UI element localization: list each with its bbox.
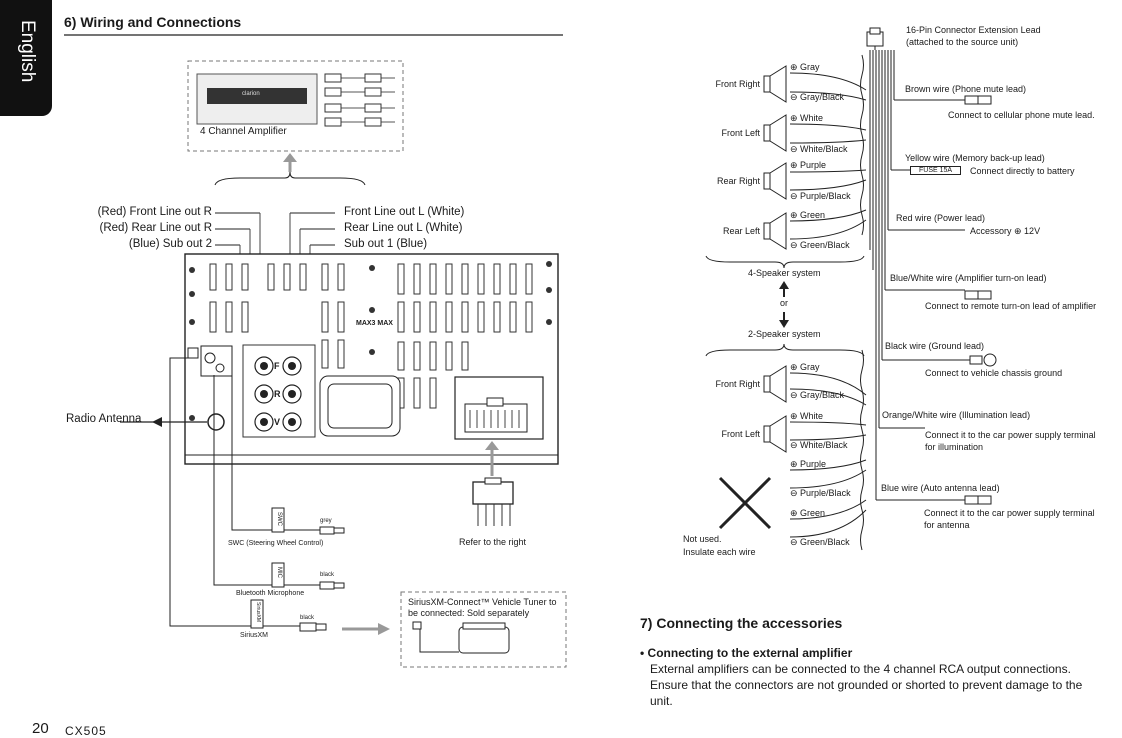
page-number: 20: [32, 720, 49, 737]
blue-white-wire-desc: Connect to remote turn-on lead of amplif…: [925, 301, 1097, 311]
front-line-out-l-label: Front Line out L (White): [344, 206, 465, 218]
speaker-name: Front Left: [721, 128, 760, 138]
swc-wire-color: grey: [320, 518, 332, 524]
yellow-wire-desc: Connect directly to battery: [970, 166, 1075, 176]
sub-out-2-label: (Blue) Sub out 2: [128, 238, 212, 250]
wire-minus-label: ⊖ Purple/Black: [790, 191, 851, 201]
head-unit-model-mark: MAX3 MAX: [356, 320, 393, 327]
wire-minus-label: ⊖ White/Black: [790, 144, 848, 154]
wire-plus-label: ⊕ White: [790, 411, 824, 421]
siriusxm-tag: SiriusXM: [255, 602, 261, 623]
brown-wire-desc: Connect to cellular phone mute lead.: [948, 110, 1095, 120]
wire-plus-label: ⊕ Gray: [790, 362, 820, 372]
orange-white-wire-desc1: Connect it to the car power supply termi…: [925, 430, 1096, 440]
orange-white-wire-label: Orange/White wire (Illumination lead): [882, 410, 1031, 420]
not-used-label: Not used.: [683, 534, 722, 544]
speaker-name: Front Right: [715, 379, 760, 389]
sub-out-1-label: Sub out 1 (Blue): [344, 238, 428, 250]
speaker-name: Rear Right: [716, 176, 760, 186]
jack-label-v: V: [274, 417, 281, 427]
unused-wire-label: ⊕ Purple: [790, 459, 827, 469]
mic-tag: MIC: [276, 567, 282, 578]
black-wire-label: Black wire (Ground lead): [885, 341, 985, 351]
wire-plus-label: ⊕ Purple: [790, 160, 827, 170]
unused-wire-label: ⊖ Purple/Black: [790, 488, 851, 498]
rear-line-out-r-label: (Red) Rear Line out R: [99, 222, 213, 234]
mic-label: Bluetooth Microphone: [236, 590, 305, 597]
wire-minus-label: ⊖ Gray/Black: [790, 92, 845, 102]
wire-plus-label: ⊕ Green: [790, 210, 826, 220]
yellow-wire-label: Yellow wire (Memory back-up lead): [905, 153, 1045, 163]
section7-line2: Ensure that the connectors are not groun…: [650, 678, 1083, 692]
model-name: CX505: [65, 724, 107, 738]
connector-lead-line2: (attached to the source unit): [906, 37, 1019, 47]
siriusxm-label: SiriusXM: [240, 632, 269, 639]
rear-line-out-l-label: Rear Line out L (White): [344, 222, 463, 234]
brown-wire-label: Brown wire (Phone mute lead): [905, 84, 1027, 94]
red-wire-desc: Accessory ⊕ 12V: [970, 226, 1041, 236]
language-tab: English: [0, 0, 52, 116]
section7-line3: unit.: [650, 694, 673, 708]
front-line-out-r-label: (Red) Front Line out R: [97, 206, 212, 218]
wire-minus-label: ⊖ Gray/Black: [790, 390, 845, 400]
red-wire-label: Red wire (Power lead): [896, 213, 986, 223]
speaker-name: Front Left: [721, 429, 760, 439]
unused-wire-label: ⊕ Green: [790, 508, 826, 518]
connector-lead-line1: 16-Pin Connector Extension Lead: [906, 25, 1041, 35]
blue-white-wire-label: Blue/White wire (Amplifier turn-on lead): [890, 273, 1047, 283]
wire-minus-label: ⊖ Green/Black: [790, 240, 850, 250]
blue-wire-desc2: for antenna: [924, 520, 970, 530]
orange-white-wire-desc2: for illumination: [925, 442, 984, 452]
sxm-tuner-line2: be connected: Sold separately: [408, 608, 530, 618]
unused-wire-label: ⊖ Green/Black: [790, 537, 850, 547]
amplifier-label: 4 Channel Amplifier: [200, 126, 287, 137]
section7-bullet: • Connecting to the external amplifier: [640, 646, 853, 660]
section7-title: 7) Connecting the accessories: [640, 615, 843, 631]
speaker-name: Rear Left: [722, 226, 760, 236]
blue-wire-label: Blue wire (Auto antenna lead): [881, 483, 1000, 493]
swc-tag: SWC: [276, 512, 282, 526]
wire-plus-label: ⊕ White: [790, 113, 824, 123]
insulate-label: Insulate each wire: [683, 547, 756, 557]
section7-line1: External amplifiers can be connected to …: [650, 662, 1071, 676]
amplifier-brand: clarion: [242, 91, 260, 97]
left-section-title: 6) Wiring and Connections: [64, 14, 242, 30]
black-wire-desc: Connect to vehicle chassis ground: [925, 368, 1063, 378]
four-speaker-title: 4-Speaker system: [748, 268, 821, 278]
jack-label-r: R: [274, 389, 281, 399]
blue-wire-desc1: Connect it to the car power supply termi…: [924, 508, 1095, 518]
fuse-label: FUSE 15A: [910, 166, 962, 175]
sxm-tuner-line1: SiriusXM-Connect™ Vehicle Tuner to: [408, 597, 557, 607]
or-label: or: [780, 298, 789, 308]
radio-antenna-label: Radio Antenna: [66, 413, 142, 425]
swc-label: SWC (Steering Wheel Control): [228, 540, 324, 547]
wire-plus-label: ⊕ Gray: [790, 62, 820, 72]
wire-minus-label: ⊖ White/Black: [790, 440, 848, 450]
two-speaker-title: 2-Speaker system: [748, 329, 821, 339]
jack-label-f: F: [274, 361, 280, 371]
siriusxm-wire-color: black: [300, 615, 315, 621]
mic-wire-color: black: [320, 572, 335, 578]
speaker-name: Front Right: [715, 79, 760, 89]
refer-right-label: Refer to the right: [459, 537, 527, 547]
